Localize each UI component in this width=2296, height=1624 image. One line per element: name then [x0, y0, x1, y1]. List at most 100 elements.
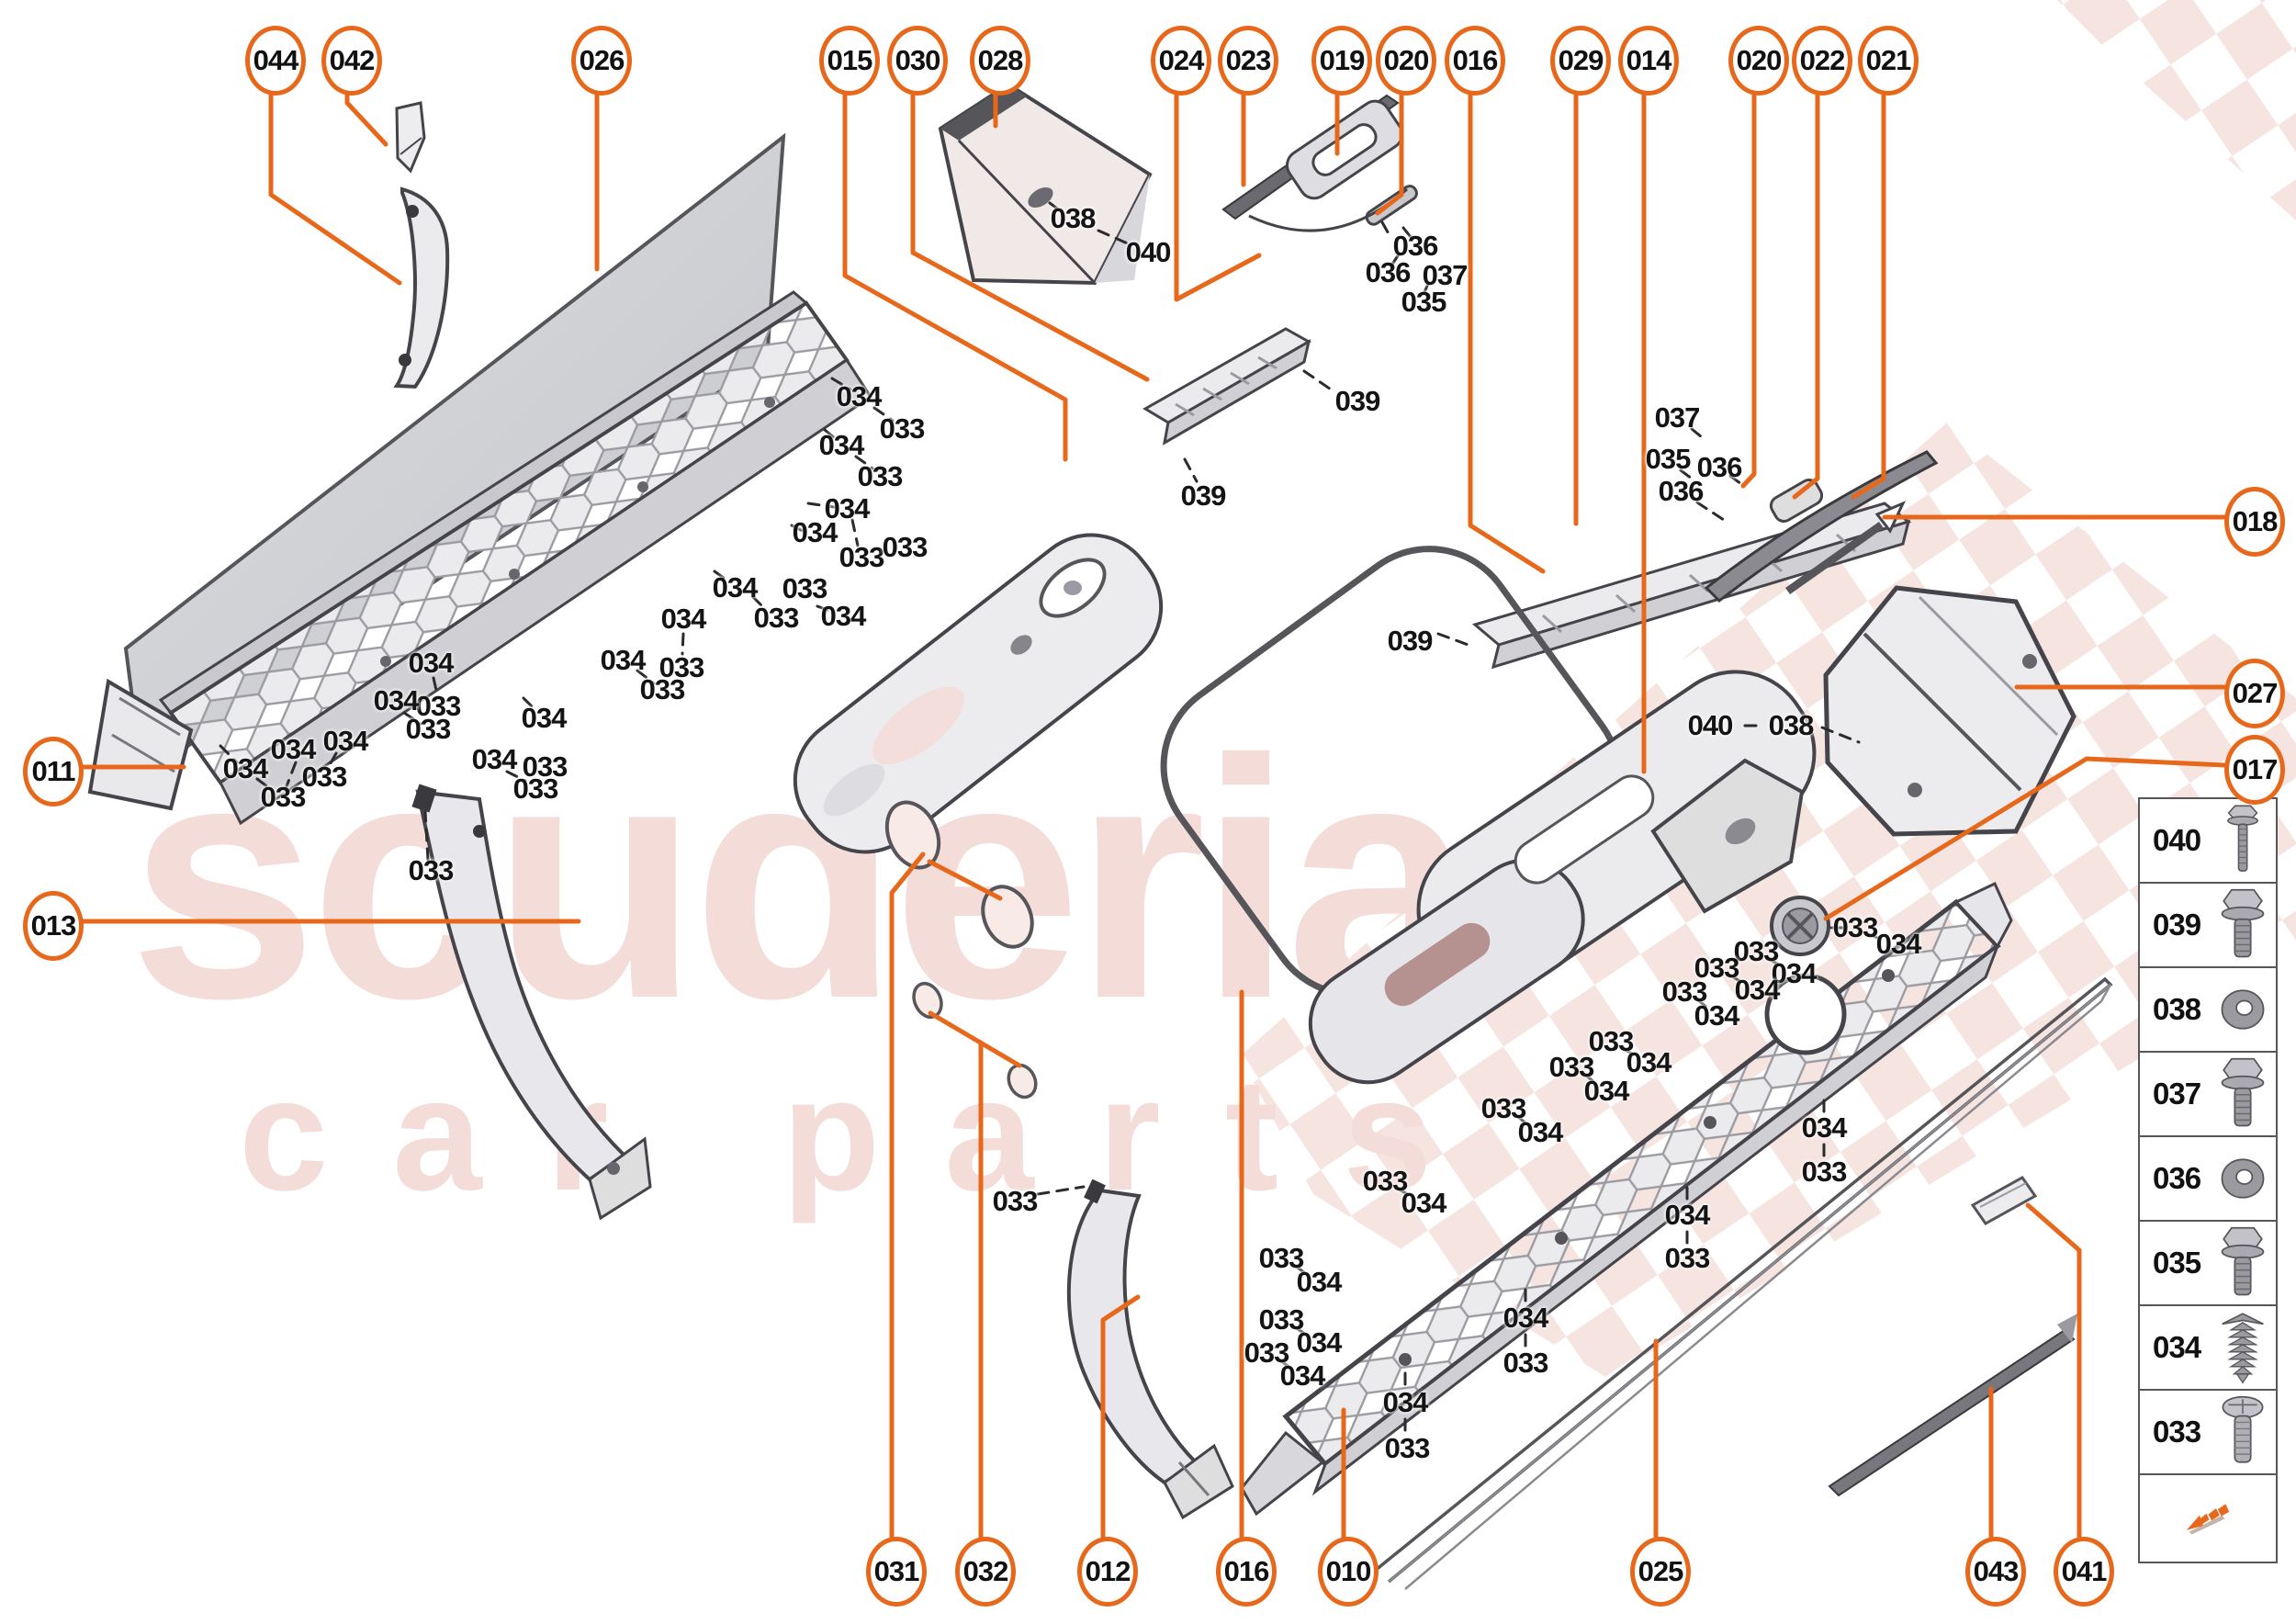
legend-row-040[interactable]: 040	[2138, 797, 2278, 884]
legend-number: 038	[2153, 992, 2201, 1026]
part-number-label-033: 033	[1480, 1092, 1527, 1124]
legend-row-034[interactable]: 034	[2138, 1304, 2278, 1391]
part-number-label-034: 034	[836, 380, 883, 412]
part-number-label-033: 033	[522, 750, 568, 783]
part-number-label-033: 033	[1503, 1347, 1549, 1379]
callout-024[interactable]: 024	[1151, 26, 1211, 96]
callout-014[interactable]: 014	[1618, 26, 1679, 96]
part-number-label-033: 033	[992, 1185, 1039, 1217]
part-number-label-034: 034	[222, 752, 269, 784]
part-number-label-034: 034	[373, 684, 420, 716]
part-number-label-034: 034	[1875, 928, 1922, 960]
callout-041[interactable]: 041	[2054, 1537, 2114, 1607]
legend-number: 035	[2153, 1246, 2201, 1280]
part-number-label-034: 034	[1734, 974, 1781, 1006]
callout-043[interactable]: 043	[1965, 1537, 2026, 1607]
part-arch-trim-012	[1066, 1179, 1234, 1520]
part-number-label-033: 033	[857, 460, 904, 492]
callout-016[interactable]: 016	[1216, 1537, 1277, 1607]
part-number-label-034: 034	[270, 733, 317, 765]
part-number-label-040: 040	[1125, 236, 1172, 268]
callout-029[interactable]: 029	[1550, 26, 1611, 96]
callout-013[interactable]: 013	[23, 891, 84, 961]
bolt-flange-icon	[2219, 1057, 2267, 1131]
legend-row-035[interactable]: 035	[2138, 1220, 2278, 1306]
callout-020[interactable]: 020	[1728, 26, 1789, 96]
part-door-card-015	[793, 533, 1164, 854]
part-number-label-037: 037	[1422, 259, 1469, 291]
bolt-long-icon	[2219, 804, 2267, 877]
part-exterior-handle-set	[1704, 450, 1939, 603]
part-number-label-033: 033	[1832, 911, 1879, 943]
part-mount-bracket-040-038	[1650, 758, 1805, 914]
callout-042[interactable]: 042	[321, 26, 382, 96]
legend-logo-cell	[2138, 1473, 2278, 1563]
callout-026[interactable]: 026	[571, 26, 632, 96]
part-number-label-033: 033	[408, 854, 455, 886]
part-number-label-034: 034	[1296, 1266, 1343, 1298]
legend-row-037[interactable]: 037	[2138, 1051, 2278, 1137]
callout-021[interactable]: 021	[1858, 26, 1919, 96]
part-number-label-039: 039	[1387, 625, 1434, 657]
part-number-label-033: 033	[1244, 1336, 1290, 1369]
legend-number: 037	[2153, 1077, 2201, 1111]
part-number-label-034: 034	[1517, 1116, 1564, 1148]
part-handle-bracket-cluster	[1221, 94, 1418, 232]
bolt-flange-icon	[2219, 888, 2267, 962]
callout-012[interactable]: 012	[1077, 1537, 1138, 1607]
callout-022[interactable]: 022	[1792, 26, 1852, 96]
callout-019[interactable]: 019	[1311, 26, 1372, 96]
legend-row-038[interactable]: 038	[2138, 966, 2278, 1053]
callout-030[interactable]: 030	[887, 26, 948, 96]
part-number-label-034: 034	[1296, 1326, 1343, 1359]
callout-011[interactable]: 011	[23, 737, 84, 806]
part-number-label-033: 033	[1664, 1242, 1711, 1274]
legend-number: 034	[2153, 1330, 2201, 1364]
legend-row-036[interactable]: 036	[2138, 1135, 2278, 1222]
dashed-leader-lines	[219, 201, 1885, 1435]
part-number-label-038: 038	[1768, 709, 1815, 741]
part-lower-grille-010	[1240, 881, 2013, 1517]
part-number-label-033: 033	[512, 773, 559, 805]
legend-row-039[interactable]: 039	[2138, 882, 2278, 968]
part-pillar-applique-044	[393, 186, 450, 389]
callout-028[interactable]: 028	[970, 26, 1030, 96]
callout-027[interactable]: 027	[2224, 659, 2285, 728]
part-number-label-034: 034	[1801, 1111, 1848, 1144]
callout-031[interactable]: 031	[866, 1537, 927, 1607]
part-number-label-034: 034	[818, 429, 865, 461]
part-number-label-034: 034	[322, 725, 369, 757]
part-number-label-034: 034	[600, 644, 647, 676]
washer-icon	[2219, 973, 2267, 1046]
watermark-line2: car parts	[239, 1045, 1496, 1224]
part-triangle-panel-028	[938, 82, 1153, 286]
callout-023[interactable]: 023	[1218, 26, 1278, 96]
part-number-label-033: 033	[405, 713, 452, 745]
part-number-label-034: 034	[1503, 1302, 1549, 1334]
part-number-label-036: 036	[1658, 475, 1705, 507]
washer-icon	[2219, 1142, 2267, 1215]
callout-015[interactable]: 015	[819, 26, 880, 96]
callout-016[interactable]: 016	[1445, 26, 1505, 96]
part-number-label-034: 034	[1279, 1359, 1326, 1392]
callout-032[interactable]: 032	[955, 1537, 1016, 1607]
pan-head-screw-icon	[2219, 1395, 2267, 1469]
callout-018[interactable]: 018	[2224, 487, 2285, 557]
part-grommets	[884, 800, 1038, 1100]
part-number-label-033: 033	[260, 781, 307, 813]
part-number-label-036: 036	[1696, 451, 1743, 483]
legend-row-033[interactable]: 033	[2138, 1389, 2278, 1475]
part-number-label-035: 035	[1645, 443, 1692, 475]
callout-017[interactable]: 017	[2224, 735, 2285, 805]
callout-025[interactable]: 025	[1630, 1537, 1691, 1607]
part-number-label-034: 034	[1694, 999, 1740, 1032]
callout-020[interactable]: 020	[1376, 26, 1436, 96]
part-number-label-033: 033	[1588, 1025, 1635, 1057]
callout-010[interactable]: 010	[1318, 1537, 1379, 1607]
part-number-label-034: 034	[1583, 1075, 1630, 1107]
part-number-label-033: 033	[879, 412, 926, 445]
part-sill-trim-011	[87, 290, 873, 826]
callout-044[interactable]: 044	[245, 26, 306, 96]
